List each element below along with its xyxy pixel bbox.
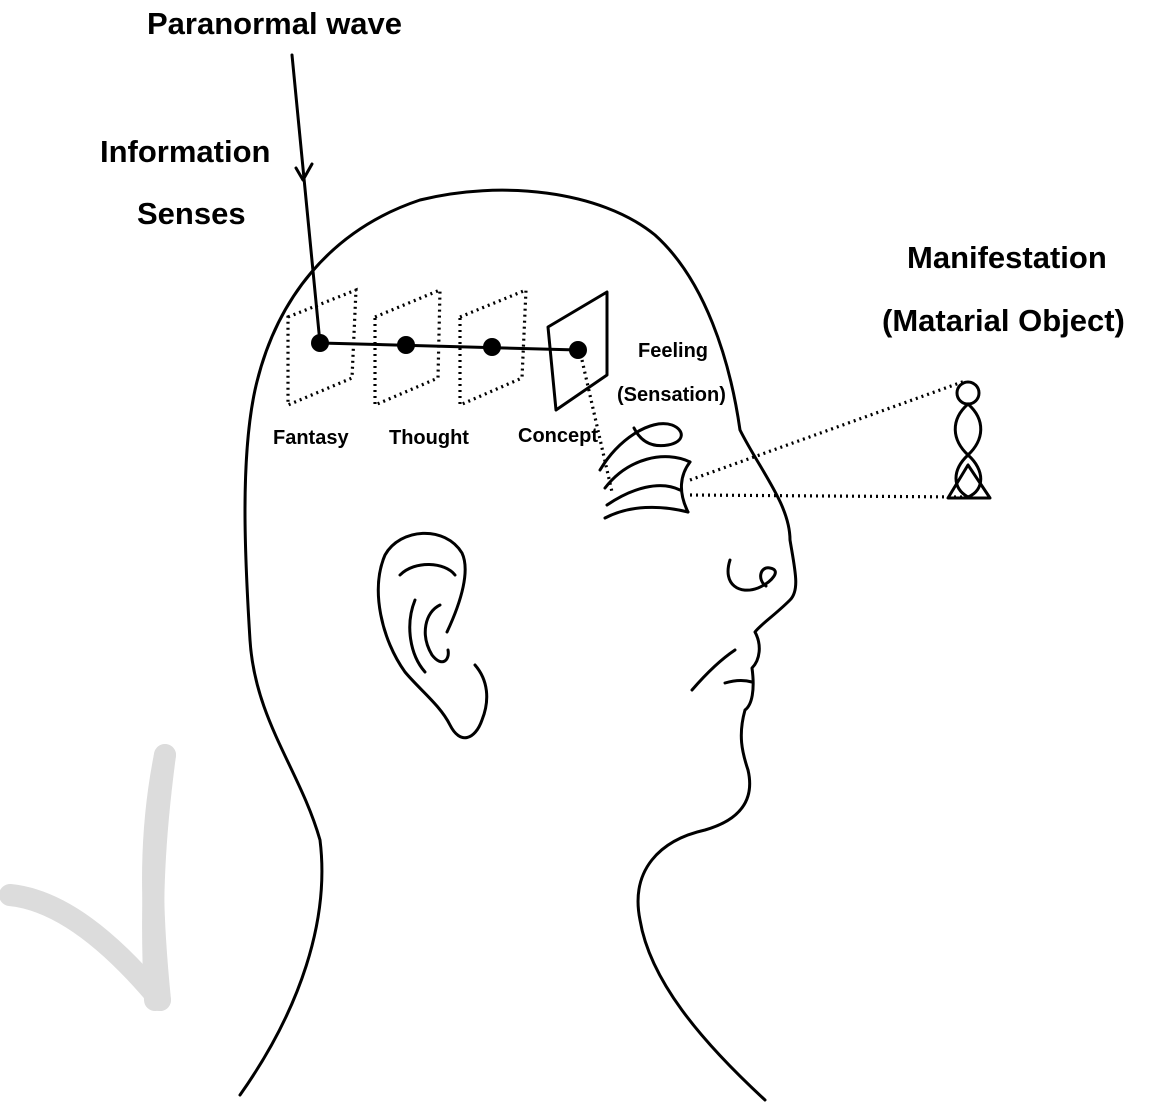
feeling-label: Feeling [638,340,708,362]
watermark [10,755,165,1000]
concept-label: Concept [518,425,598,447]
fantasy-label: Fantasy [273,427,349,449]
ear [378,533,486,737]
node-third [483,338,501,356]
sight-line-bottom [690,495,965,497]
node-fantasy [311,334,329,352]
nostril [728,560,775,590]
connector-line [320,343,578,350]
material-object-label: (Matarial Object) [882,303,1125,338]
sight-line-top [690,381,965,480]
sensation-label: (Sensation) [617,384,726,406]
thought-label: Thought [389,427,469,449]
eye [600,424,690,518]
lips [692,650,752,690]
manifestation-label: Manifestation [907,240,1107,275]
node-concept [569,341,587,359]
information-label: Information [100,134,271,169]
senses-label: Senses [137,196,246,231]
node-thought [397,336,415,354]
paranormal-wave-label: Paranormal wave [147,6,402,41]
material-object-figure [948,382,990,498]
head-outline [240,190,796,1100]
paranormal-wave-line [292,55,320,343]
